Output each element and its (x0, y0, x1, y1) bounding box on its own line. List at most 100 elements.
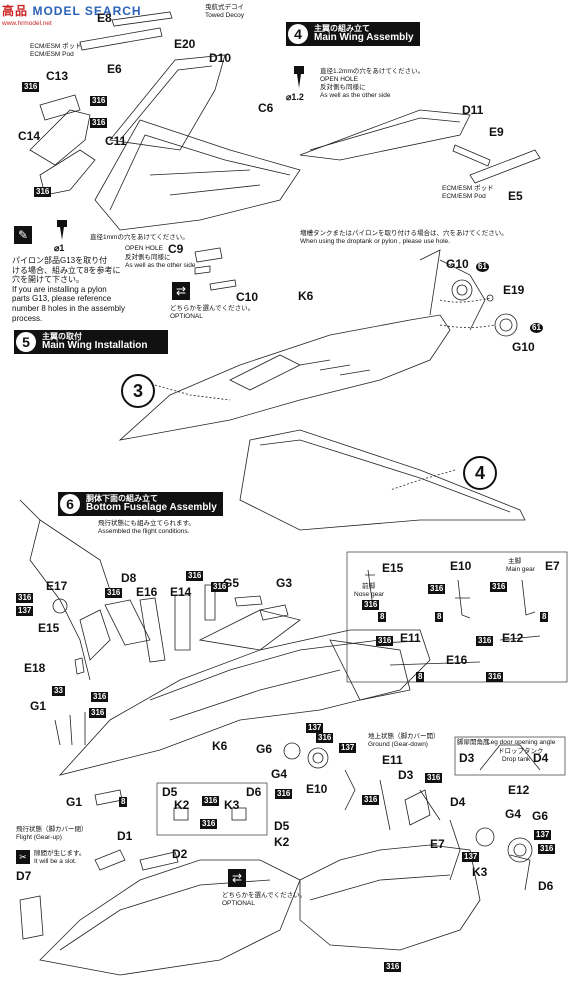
gd-label-d3: D3 (398, 768, 414, 782)
label-c9: C9 (168, 242, 184, 256)
step-6-title-en: Bottom Fuselage Assembly (86, 501, 217, 513)
label-c11: C11 (105, 134, 127, 148)
label-e5: E5 (508, 189, 523, 203)
gd-label-g4b: G4 (505, 807, 522, 821)
g13-note: パイロン部品G13を取り付 ける場合、組み立て8を参考に 穴を開けて下さい。 I… (12, 256, 125, 323)
label-e18: E18 (24, 661, 46, 675)
step-5-title-en: Main Wing Installation (42, 339, 148, 351)
hole-1-en2: As well as the other side (125, 262, 196, 269)
wing-d11 (299, 109, 471, 161)
paint-316-mid-b: 316 (89, 708, 107, 718)
gp-label-e7: E7 (545, 559, 560, 573)
gd-label-d6: D6 (538, 879, 554, 893)
pylon-e9 (452, 144, 491, 167)
step-5-number: 5 (16, 332, 36, 352)
door-angle-d4: D4 (533, 751, 549, 765)
antenna-g1-detail (94, 789, 123, 806)
label-d11: D11 (462, 103, 484, 117)
kp-d6: D6 (246, 785, 262, 799)
gp-paint-8-a: 8 (378, 612, 387, 622)
gu-slot-jp: 隙間が生じます。 (34, 850, 86, 857)
door-d8 (104, 599, 151, 646)
part-c9 (194, 247, 223, 263)
step-6-number: 6 (60, 494, 80, 514)
label-c14: C14 (18, 129, 41, 143)
kp-paint-316-a: 316 (202, 796, 220, 806)
step-5-title-jp: 主翼の取付 (42, 331, 82, 341)
gd-paint-316-f: 316 (384, 962, 402, 972)
ecm-pod-top (79, 27, 163, 51)
gd-paint-316-e: 316 (538, 844, 556, 854)
watermark-sub: www.hrmodel.net (2, 20, 52, 27)
hole-12-jp: 直径1.2mmの穴をあけてください。 (320, 68, 425, 75)
paint-316-g5: 316 (211, 582, 229, 592)
wheel-g6-a (283, 742, 301, 760)
gu-label-d7: D7 (16, 869, 32, 883)
paint-316-d: 316 (34, 187, 52, 197)
gd-label-e10: E10 (306, 782, 328, 796)
door-angle-d3: D3 (459, 751, 475, 765)
wheel-e17 (52, 598, 68, 614)
gu-label-d2: D2 (172, 847, 188, 861)
gu-flight-jp: 飛行状態（脚カバー閉） (16, 826, 88, 833)
kp-k2: K2 (174, 798, 190, 812)
towed-decoy-line (111, 11, 173, 27)
hole-1-jp2: 反対側も同様に (125, 254, 171, 261)
gp-paint-316-f: 316 (486, 672, 504, 682)
wing-d10 (109, 54, 226, 151)
pod-e5 (469, 149, 541, 184)
hole-1-dia: ⌀1 (54, 243, 65, 253)
step-4-number: 4 (288, 24, 308, 44)
label-g10-a: G10 (446, 257, 469, 271)
door-angle-tank-jp: ドロップタンク (498, 748, 544, 755)
hole-12-en: OPEN HOLE (320, 76, 358, 83)
gd-paint-316-d: 316 (362, 795, 380, 805)
gp-nose-jp: 前脚 (362, 583, 375, 590)
ecm-pod2-en: ECM/ESM Pod (442, 193, 486, 200)
gd-paint-316-c: 316 (275, 789, 293, 799)
gd-paint-137-d: 137 (462, 852, 480, 862)
gu-slot-en: It will be a slot. (34, 858, 77, 865)
door-angle-jp: 脚扉開角度 (457, 739, 490, 746)
gp-main-jp: 主脚 (508, 558, 521, 565)
fuselage-gear-down (299, 844, 481, 951)
gd-label-d4: D4 (450, 795, 466, 809)
door-angle-en: Leg door opening angle (487, 739, 556, 746)
droptank-note-en: When using the droptank or pylon , pleas… (300, 238, 450, 245)
gp-paint-8-b: 8 (435, 612, 444, 622)
gd-label-k2: K2 (274, 835, 290, 849)
ecm-pod2-jp: ECM/ESM ポッド (442, 185, 494, 192)
kp-d5: D5 (162, 785, 178, 799)
slot-icon: ✂ (16, 850, 30, 864)
gd-paint-316-a: 316 (316, 733, 334, 743)
gd-label-d5: D5 (274, 819, 290, 833)
gd-paint-137-c: 137 (534, 830, 552, 840)
wheel-g4-b (475, 827, 495, 847)
label-e20: E20 (174, 37, 196, 51)
g13-en1: If you are installing a pylon (12, 284, 107, 294)
watermark-left: 高品 (2, 4, 29, 18)
step-6-header: 6 胴体下面の組み立て Bottom Fuselage Assembly (58, 492, 223, 516)
gd-label-e11: E11 (382, 753, 403, 767)
nozzle-g10-b (494, 313, 518, 337)
gu-label-d1: D1 (117, 829, 133, 843)
paint-61-a: 61 (476, 262, 489, 272)
gd-label-g6: G6 (256, 742, 273, 756)
paint-316-e14: 316 (186, 571, 204, 581)
gd-label-e12: E12 (508, 783, 530, 797)
label-e15: E15 (38, 621, 60, 635)
door-angle-tank-en: Drop tank (502, 756, 531, 763)
label-g1-detail: G1 (66, 795, 83, 809)
watermark: 高品 MODEL SEARCH www.hrmodel.net (2, 2, 142, 27)
g13-en4: process. (12, 313, 43, 323)
paint-33: 33 (52, 686, 65, 696)
nose-gear-sketch (19, 499, 91, 681)
paint-8-g1: 8 (119, 797, 128, 807)
gp-paint-316-d: 316 (376, 636, 394, 646)
hole-1-jp: 直径1mmの穴をあけてください。 (90, 234, 189, 241)
gp-paint-8-d: 8 (416, 672, 425, 682)
label-d8: D8 (121, 571, 137, 585)
g13-jp1: パイロン部品G13を取り付 (12, 256, 108, 265)
gp-paint-316-e: 316 (476, 636, 494, 646)
gu-flight-en: Flight (Gear-up) (16, 834, 62, 841)
